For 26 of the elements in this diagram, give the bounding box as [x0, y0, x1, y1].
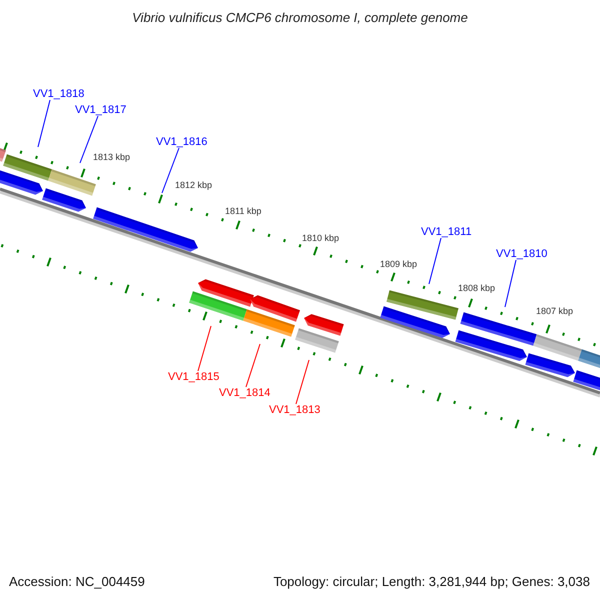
leader-line	[80, 116, 98, 164]
gene-label: VV1_1810	[496, 248, 548, 260]
title: Vibrio vulnificus CMCP6 chromosome I, complete genome	[131, 10, 469, 25]
position-label: 1812 kbp	[175, 180, 212, 190]
gene-label: VV1_1814	[219, 387, 270, 399]
leader-line	[38, 100, 50, 148]
footer-text: Topology: circular; Length: 3,281,944 bp; Genes: 3,038	[273, 574, 590, 590]
position-label: 1811 kbp	[225, 206, 262, 216]
position-label: 1809 kbp	[380, 259, 418, 269]
gene-label: VV1_1818	[33, 88, 84, 100]
gene-label: VV1_1813	[269, 404, 320, 416]
position-label: 1810 kbp	[302, 233, 340, 243]
leader-line	[246, 344, 260, 388]
gene-label: VV1_1816	[156, 136, 208, 148]
leader-line	[428, 238, 442, 284]
position-label: 1813 kbp	[93, 152, 130, 162]
leader-line	[198, 326, 212, 372]
leader-line	[504, 260, 516, 308]
gene-label: VV1_1815	[168, 371, 220, 383]
position-label: 1807 kbp	[536, 306, 574, 316]
gene-label: VV1_1811	[421, 226, 472, 238]
gene-label: VV1_1817	[75, 104, 126, 116]
footer-text: Accession: NC_004459	[9, 574, 145, 590]
leader-line	[162, 148, 180, 194]
position-label: 1808 kbp	[458, 283, 496, 293]
leader-line	[296, 360, 310, 404]
